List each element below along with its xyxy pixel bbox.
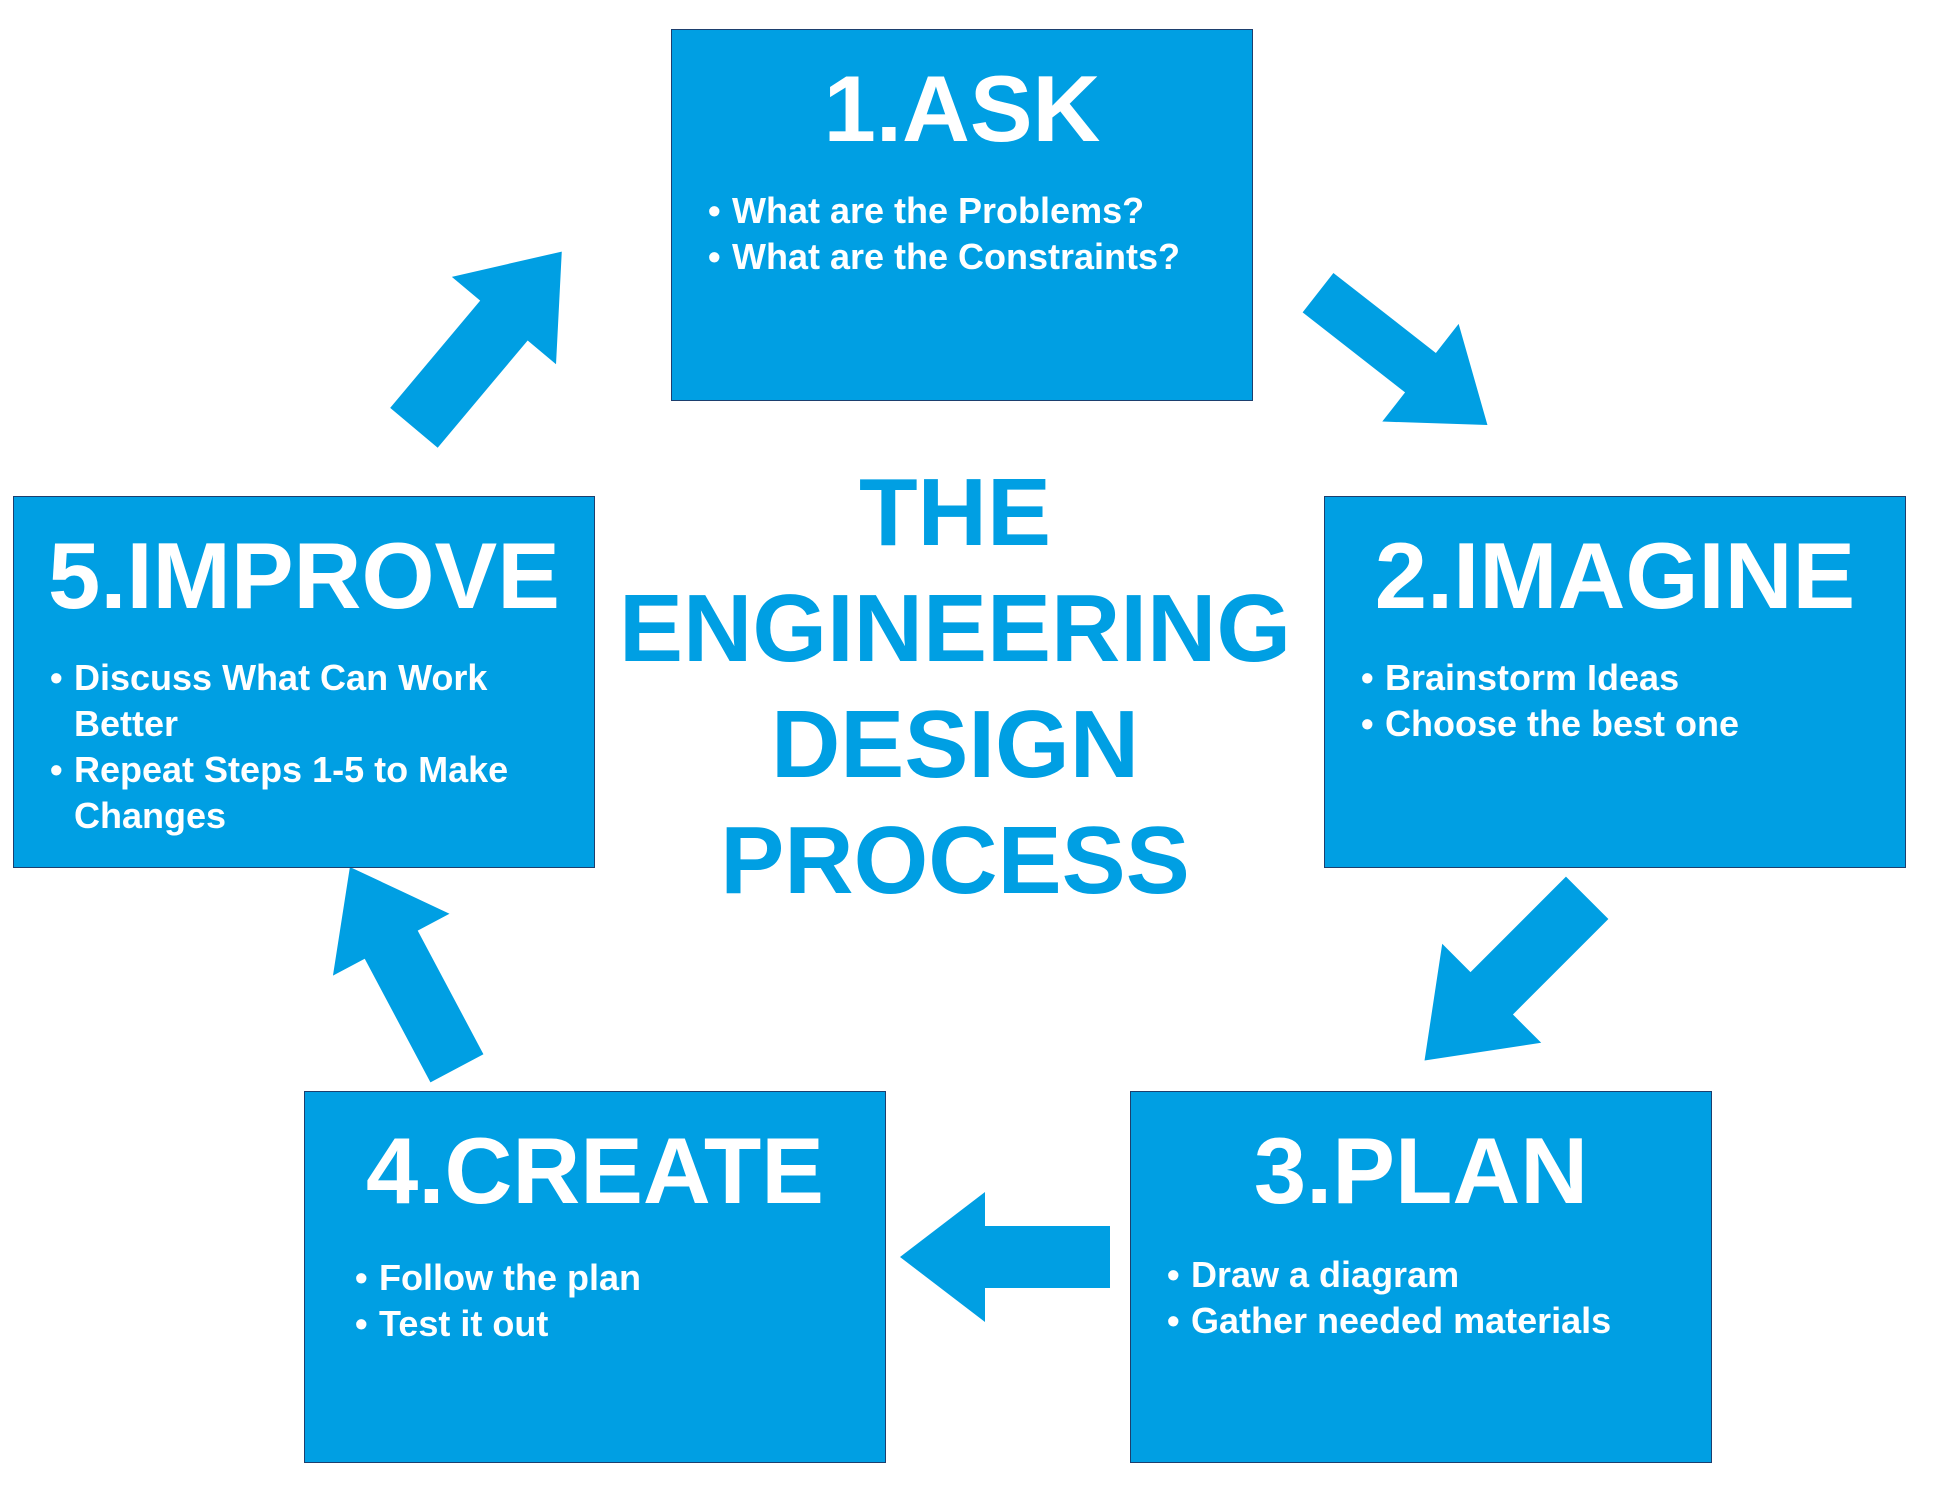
title-line: DESIGN [770,691,1140,798]
arrow-ask-to-imagine [1302,272,1488,426]
bullet-icon: • [355,1303,368,1344]
bullet-icon: • [1361,703,1374,744]
list-item: •Test it out [355,1301,867,1347]
list-item: •Draw a diagram [1167,1252,1693,1298]
list-item: •Brainstorm Ideas [1361,655,1887,701]
bullet-icon: • [1361,657,1374,698]
title-line: PROCESS [720,807,1190,914]
title-line: THE [859,459,1051,566]
diagram-title: THE ENGINEERING DESIGN PROCESS [600,455,1310,919]
bullet-icon: • [1167,1254,1180,1295]
bullet-icon: • [708,236,721,277]
list-item: •Follow the plan [355,1255,867,1301]
step-improve-box: 5.IMPROVE •Discuss What Can Work Better … [13,496,595,868]
bullet-icon: • [50,749,63,790]
list-item: •Discuss What Can Work Better [50,657,488,744]
step-create-box: 4.CREATE •Follow the plan •Test it out [304,1091,886,1463]
bullet-icon: • [708,190,721,231]
list-item: •What are the Problems? [708,188,1234,234]
step-create-bullets: •Follow the plan •Test it out [355,1255,867,1347]
step-imagine-box: 2.IMAGINE •Brainstorm Ideas •Choose the … [1324,496,1906,868]
step-ask-title: 1.ASK [823,56,1101,161]
list-item: •Choose the best one [1361,701,1887,747]
list-item: •What are the Constraints? [708,234,1234,280]
step-ask-bullets: •What are the Problems? •What are the Co… [708,188,1234,280]
title-line: ENGINEERING [618,575,1292,682]
bullet-icon: • [50,657,63,698]
bullet-icon: • [1167,1300,1180,1341]
step-create-title: 4.CREATE [366,1118,824,1223]
step-plan-bullets: •Draw a diagram •Gather needed materials [1167,1252,1693,1344]
step-improve-title: 5.IMPROVE [48,523,560,628]
bullet-icon: • [355,1257,368,1298]
step-plan-title: 3.PLAN [1253,1118,1589,1223]
arrow-plan-to-create [900,1192,1110,1322]
step-plan-box: 3.PLAN •Draw a diagram •Gather needed ma… [1130,1091,1712,1463]
arrow-improve-to-ask [390,251,562,448]
step-imagine-bullets: •Brainstorm Ideas •Choose the best one [1361,655,1887,747]
list-item: •Gather needed materials [1167,1298,1693,1344]
step-imagine-title: 2.IMAGINE [1374,523,1856,628]
step-ask-box: 1.ASK •What are the Problems? •What are … [671,29,1253,401]
arrow-imagine-to-plan [1424,876,1609,1061]
list-item: •Repeat Steps 1-5 to Make Changes [50,749,509,836]
step-improve-bullets: •Discuss What Can Work Better •Repeat St… [50,655,576,839]
arrow-create-to-improve [332,866,484,1083]
